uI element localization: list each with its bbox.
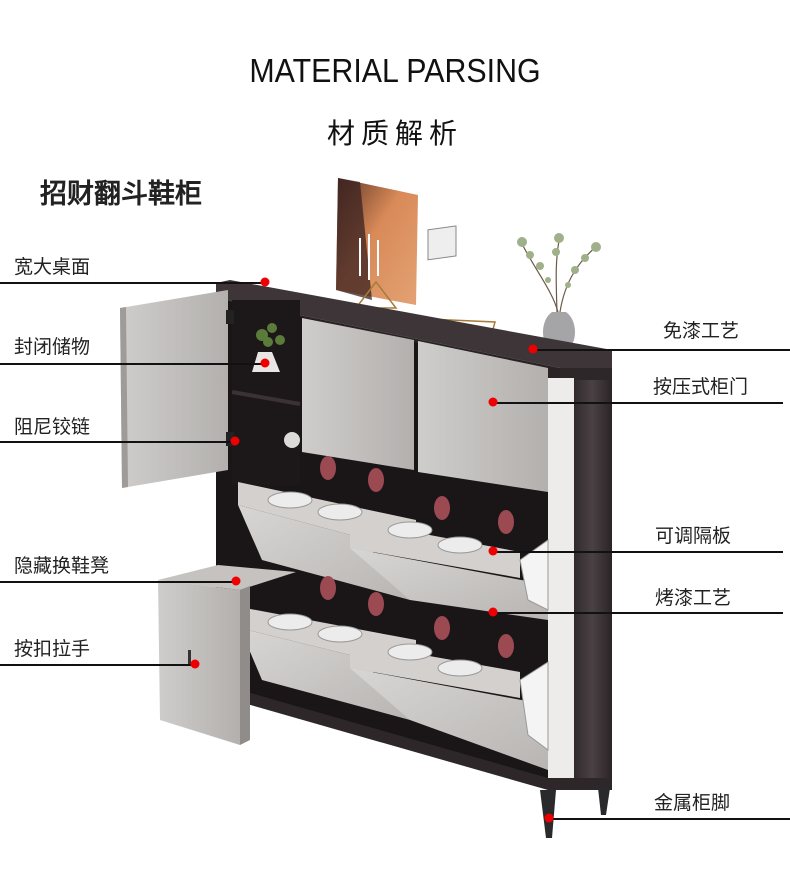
callout-line-hidden-shoe-stool <box>0 581 236 583</box>
callout-label-damping-hinge: 阻尼铰链 <box>14 416 91 438</box>
callout-line-adjustable-shelf <box>493 551 783 553</box>
callout-dot-metal-legs <box>544 813 554 823</box>
callout-line-paint-free-craft <box>533 349 790 351</box>
open-shelf <box>231 300 301 485</box>
callout-dot-closed-storage <box>260 358 270 368</box>
callout-dot-press-handle <box>190 659 200 669</box>
push-door-left <box>302 318 414 470</box>
callout-label-adjustable-shelf: 可调隔板 <box>655 525 732 547</box>
callout-label-press-handle: 按扣拉手 <box>14 638 91 660</box>
callout-line-push-door <box>493 402 783 404</box>
flip-drawer-upper <box>238 456 549 620</box>
cabinet-edge-strip <box>548 378 574 783</box>
callout-line-metal-legs <box>549 818 790 820</box>
open-cabinet-door <box>120 290 234 488</box>
callout-label-wide-desktop: 宽大桌面 <box>14 256 91 278</box>
callout-line-closed-storage <box>0 363 265 365</box>
product-name: 招财翻斗鞋柜 <box>40 179 202 210</box>
page-title: MATERIAL PARSING <box>249 52 541 89</box>
callout-label-baking-paint-craft: 烤漆工艺 <box>655 587 732 609</box>
cabinet-side-panel <box>572 380 612 785</box>
callout-label-metal-legs: 金属柜脚 <box>654 792 731 814</box>
callout-label-closed-storage: 封闭储物 <box>14 336 91 358</box>
cabinet-base <box>240 690 612 790</box>
callout-dot-paint-free-craft <box>528 344 538 354</box>
callout-dot-hidden-shoe-stool <box>231 576 241 586</box>
flip-drawer-lower <box>240 576 549 770</box>
callout-label-hidden-shoe-stool: 隐藏换鞋凳 <box>14 555 110 577</box>
callout-dot-wide-desktop <box>260 277 270 287</box>
decor-vase <box>517 233 601 350</box>
callout-line-wide-desktop <box>0 282 265 284</box>
push-door-right <box>418 341 548 492</box>
callout-line-press-handle <box>0 664 195 666</box>
callout-label-paint-free-craft: 免漆工艺 <box>663 320 740 342</box>
page-subtitle: 材质解析 <box>326 117 463 150</box>
decor-art-panel <box>336 178 418 309</box>
callout-dot-baking-paint-craft <box>488 607 498 617</box>
callout-line-baking-paint-craft <box>493 612 783 614</box>
callout-dot-push-door <box>488 397 498 407</box>
callout-dot-damping-hinge <box>230 436 240 446</box>
callout-label-push-door: 按压式柜门 <box>653 376 749 398</box>
callout-dot-adjustable-shelf <box>488 546 498 556</box>
callout-line-damping-hinge <box>0 441 235 443</box>
